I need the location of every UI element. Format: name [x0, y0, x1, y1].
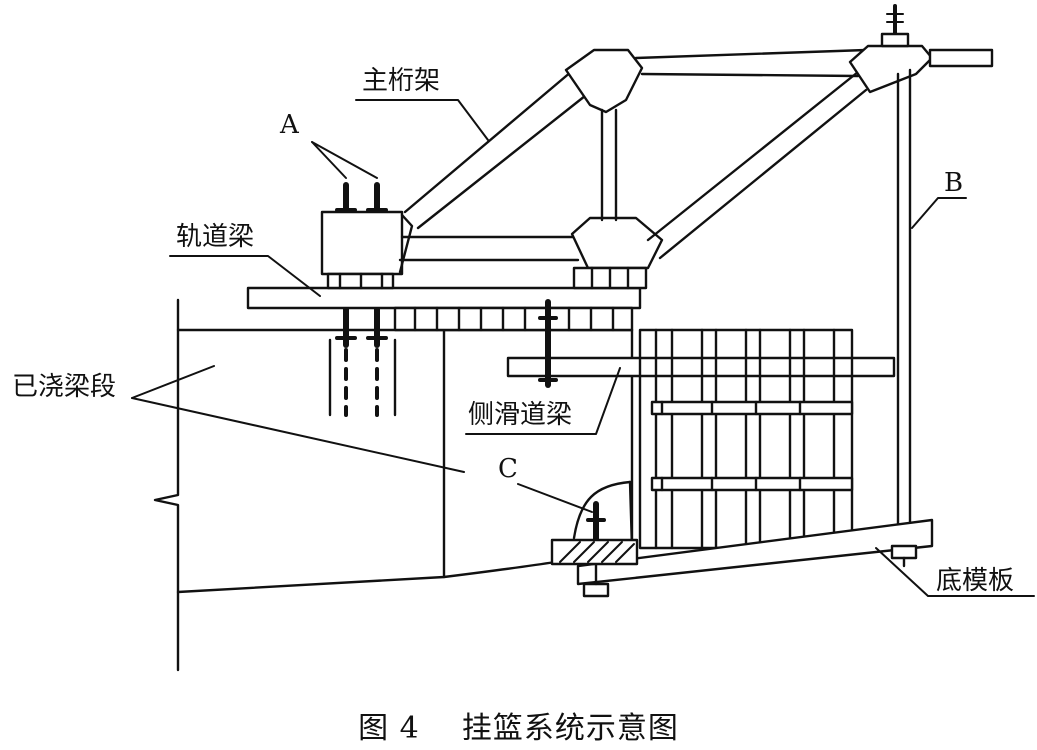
leader-lines [131, 99, 1035, 597]
bottom-formwork [576, 518, 934, 598]
rear-anchor-c [550, 480, 639, 566]
main-truss [320, 4, 994, 290]
figure-caption: 图 4 挂篮系统示意图 [0, 703, 1037, 747]
label-side-slide-beam: 侧滑道梁 [468, 400, 573, 430]
figure-title: 挂篮系统示意图 [461, 711, 679, 746]
label-b: B [944, 168, 964, 198]
side-formwork [638, 328, 854, 550]
label-c: C [498, 454, 518, 484]
hanger-b [896, 68, 912, 530]
label-a: A [280, 110, 299, 140]
label-cast-segment: 已浇梁段 [12, 372, 117, 402]
label-main-truss: 主桁架 [362, 66, 441, 96]
figure-number: 图 4 [358, 711, 420, 746]
cast-beam-segment [153, 298, 634, 672]
label-track-beam: 轨道梁 [176, 222, 255, 252]
label-bottom-formwork: 底模板 [936, 566, 1015, 596]
track-beam [246, 286, 642, 332]
